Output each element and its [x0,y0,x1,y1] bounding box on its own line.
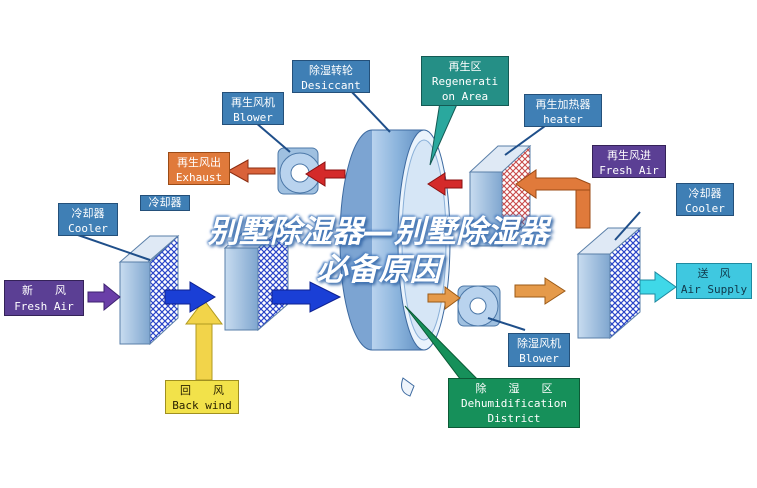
regeneration-heater [468,144,532,248]
watermark-line-2: 必备原因 [316,252,441,288]
dehum-to-blower-arrow [427,286,461,310]
regen-exhaust-label-en: Exhaust [175,171,223,184]
middle-cooler-label: 冷却器 [140,195,190,211]
dehum-blower-label: 除湿风机 Blower [508,333,570,367]
back-wind-label: 回 风 Back wind [165,380,239,414]
dehum-blower-label-zh: 除湿风机 [517,337,561,350]
fresh-air-label-en: Fresh Air [14,300,74,313]
regen-heater-label: 再生加热器 heater [524,94,602,127]
back-wind-label-en: Back wind [172,399,232,412]
regen-exhaust-label: 再生风出 Exhaust [168,152,230,185]
process-air-arrow-1 [164,281,216,313]
process-air-arrow-2 [271,281,342,313]
regen-blower-label: 再生风机 Blower [222,92,284,125]
watermark-line-1: 别墅除湿器—别墅除湿器 [208,214,549,250]
right-cooler-label-en: Cooler [685,202,725,215]
right-cooler-unit [576,226,642,340]
leader-lines [74,89,641,331]
dehum-district-label-en1: Dehumidification [461,397,567,410]
dehum-blower-label-en: Blower [519,352,559,365]
regeneration-area-label: 再生区 Regenerati on Area [421,56,509,106]
dehum-district-label-en2: District [487,412,541,425]
left-cooler-label: 冷却器 Cooler [58,203,118,236]
exhaust-arrow [226,159,276,183]
fresh-air-arrow [87,282,121,312]
desiccant-label-en: Desiccant [301,79,361,92]
regeneration-area-label-en2: on Area [441,90,489,103]
regen-heater-label-zh: 再生加热器 [535,98,591,111]
regen-blower-label-en: Blower [233,111,273,124]
regen-air-in-label-zh: 再生风进 [607,149,651,162]
regeneration-area-pointer [429,101,459,166]
air-supply-label-en: Air Supply [680,283,748,296]
regen-exhaust-label-zh: 再生风出 [177,156,221,169]
dehumidification-blower [457,285,501,327]
desiccant-label-zh: 除湿转轮 [309,64,353,77]
left-cooler-label-zh: 冷却器 [71,207,105,220]
air-supply-label: 送 风 Air Supply [676,263,752,299]
rotation-arrow [401,377,415,397]
regeneration-area-label-zh: 再生区 [448,60,482,73]
back-wind-arrow [185,299,223,381]
regen-blower-label-zh: 再生风机 [231,96,275,109]
regen-return-arrow [305,161,346,187]
dehum-district-label-zh: 除 湿 区 [475,382,553,395]
fresh-air-label-zh: 新 风 [22,284,66,297]
air-supply-arrow [639,271,677,303]
regen-into-wheel-arrow [427,172,463,196]
left-cooler-unit [118,234,180,346]
right-cooler-label: 冷却器 Cooler [676,183,734,216]
regen-air-in-label-en: Fresh Air [599,164,659,177]
middle-cooler-label-zh: 冷却器 [148,196,182,209]
regen-heater-label-en: heater [543,113,583,126]
back-wind-label-zh: 回 风 [180,384,224,397]
right-cooler-label-zh: 冷却器 [688,187,722,200]
air-supply-label-zh: 送 风 [697,267,731,280]
dehum-district-label: 除 湿 区 Dehumidification District [448,378,580,428]
regeneration-area-label-en1: Regenerati [431,75,499,88]
desiccant-label: 除湿转轮 Desiccant [292,60,370,93]
regen-air-in-label: 再生风进 Fresh Air [592,145,666,178]
regen-fresh-air-arrow [515,169,591,229]
left-cooler-label-en: Cooler [68,222,108,235]
fresh-air-label: 新 风 Fresh Air [4,280,84,316]
blower-to-cooler-arrow [514,277,566,305]
